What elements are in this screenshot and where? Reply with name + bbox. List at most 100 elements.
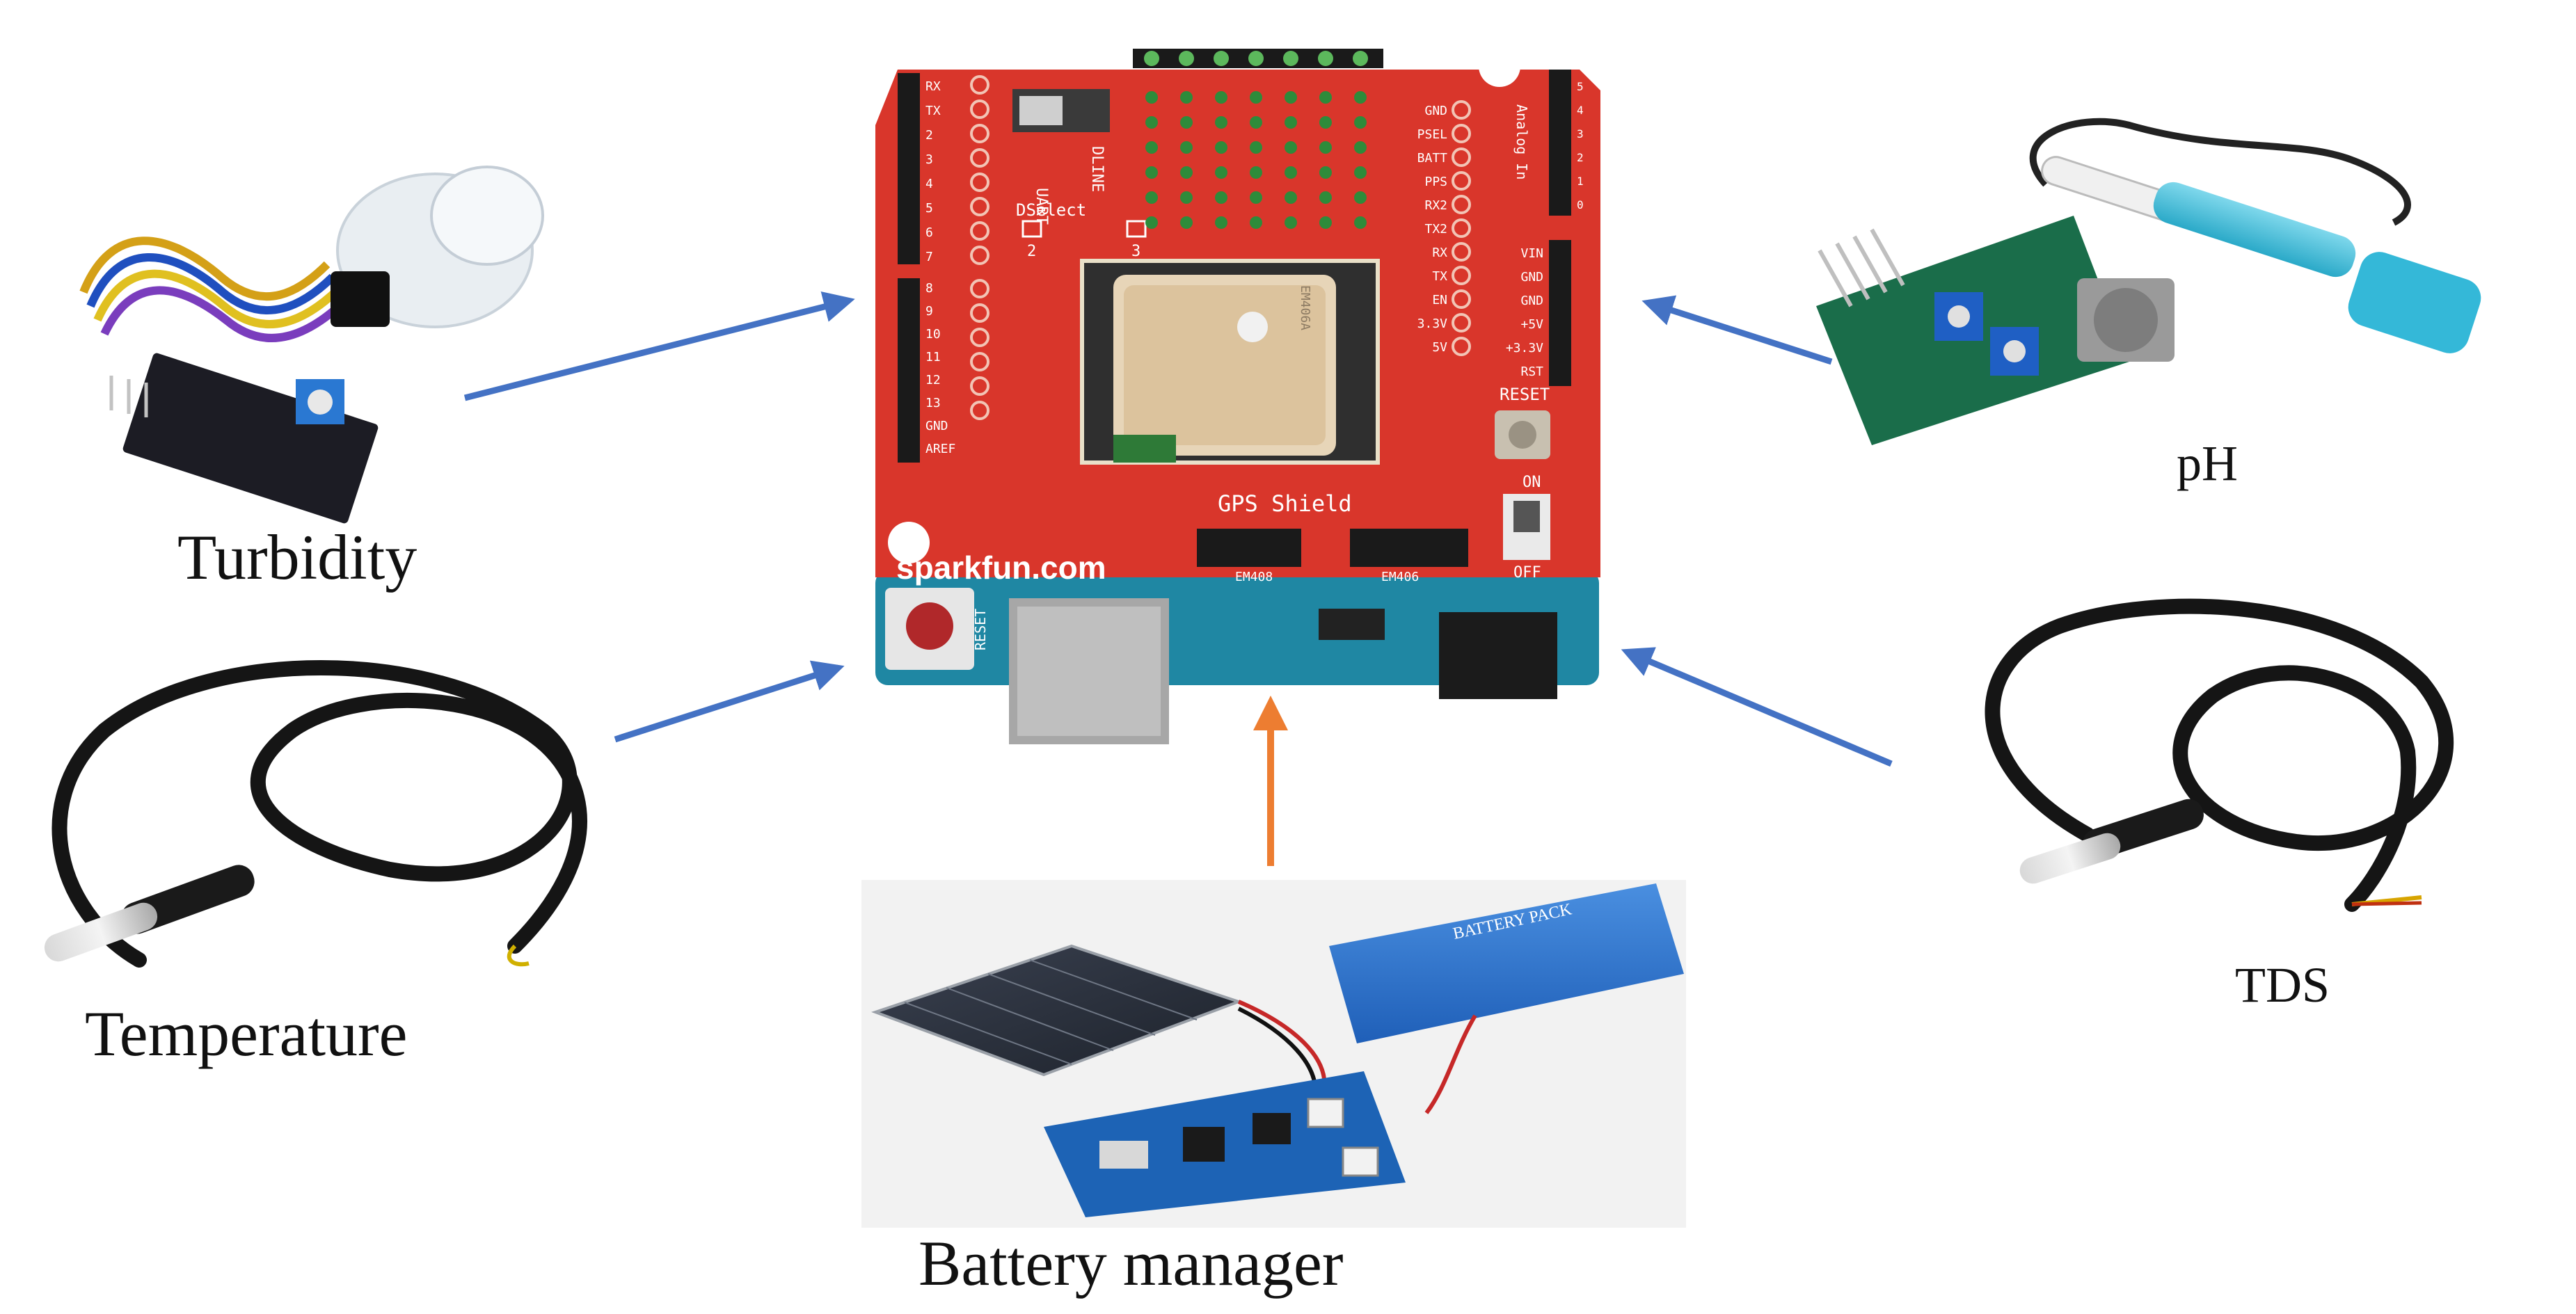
pin-label: 7 — [925, 250, 933, 264]
pin-label: PSEL — [1417, 127, 1448, 142]
proto-hole — [1145, 191, 1158, 204]
proto-hole — [1215, 166, 1227, 179]
pin-label: 13 — [925, 396, 941, 410]
proto-hole — [1145, 141, 1158, 154]
pin-label: 5 — [1577, 80, 1584, 93]
pin-label: 3 — [925, 152, 933, 167]
pin-label: 2 — [925, 128, 933, 143]
pin-label: TX — [1432, 269, 1447, 284]
proto-hole — [1319, 116, 1332, 129]
turbidity-caption: Turbidity — [177, 522, 418, 593]
antenna-feed — [1237, 312, 1268, 342]
mount-hole — [1479, 45, 1520, 87]
turbidity-sensor-image — [79, 166, 544, 524]
pin-label: 11 — [925, 350, 941, 364]
proto-hole — [1354, 166, 1367, 179]
ph-header-pins — [1818, 228, 1905, 307]
pin-label: 3 — [1577, 127, 1584, 141]
proto-hole — [1250, 116, 1262, 129]
left-header-1 — [898, 73, 920, 264]
arrow-ph-to-board — [1641, 295, 1833, 365]
proto-hole — [1145, 91, 1158, 104]
arrow-turbidity-to-board — [463, 291, 855, 401]
dselect-right: 3 — [1131, 243, 1140, 260]
ph-probe-body — [2153, 182, 2356, 278]
tds-probe-tip — [2019, 833, 2121, 884]
temperature-probe-tip — [44, 902, 158, 962]
proto-hole — [1250, 191, 1262, 204]
analog-in-label: Analog In — [1513, 104, 1530, 179]
proto-hole — [1285, 91, 1297, 104]
proto-hole — [1319, 141, 1332, 154]
proto-hole — [1215, 116, 1227, 129]
proto-hole — [1319, 91, 1332, 104]
usb-port — [1099, 1141, 1148, 1169]
pin-label: 10 — [925, 327, 941, 342]
switch-uart-label: UART — [1033, 188, 1050, 225]
em406-connector — [1350, 529, 1468, 567]
switch-dline-label: DLINE — [1088, 146, 1106, 192]
pin-label: 4 — [925, 177, 933, 191]
pin-label: 12 — [925, 373, 941, 387]
arrow-temperature-to-board — [614, 660, 845, 743]
power-header — [1549, 240, 1571, 386]
tds-caption: TDS — [2235, 957, 2330, 1013]
pin-label: AREF — [925, 442, 955, 456]
proto-hole — [1180, 116, 1193, 129]
battery-manager-caption: Battery manager — [919, 1228, 1344, 1299]
sparkfun-logo: sparkfun.com — [896, 550, 1106, 586]
off-label: OFF — [1513, 564, 1541, 582]
proto-hole — [1215, 216, 1227, 229]
proto-hole — [1145, 166, 1158, 179]
battery-pack — [1329, 883, 1684, 1043]
em408-label: EM408 — [1235, 570, 1273, 584]
pin-label: GND — [1520, 270, 1543, 285]
pin-label: 1 — [1577, 175, 1584, 188]
pin-rings-left — [970, 75, 989, 420]
shield-title: GPS Shield — [1218, 490, 1352, 517]
gps-module-label: EM406A — [1298, 285, 1312, 330]
analog-header — [1549, 70, 1571, 216]
pin-label: GND — [1520, 294, 1543, 308]
proto-grid — [1145, 91, 1367, 229]
proto-hole — [1285, 141, 1297, 154]
proto-hole — [1215, 191, 1227, 204]
arrow-tds-to-board — [1621, 647, 1893, 767]
pin-label: 8 — [925, 281, 933, 296]
proto-hole — [1180, 91, 1193, 104]
proto-hole — [1354, 116, 1367, 129]
proto-hole — [1285, 166, 1297, 179]
temperature-caption: Temperature — [85, 998, 408, 1069]
proto-hole — [1319, 216, 1332, 229]
pin-label: 5V — [1432, 340, 1447, 355]
proto-hole — [1180, 166, 1193, 179]
shield-reset-label: RESET — [1500, 385, 1550, 404]
pin-label: RST — [1520, 364, 1543, 379]
pin-label: BATT — [1417, 151, 1448, 166]
battery-manager-image: BATTERY PACK — [861, 880, 1686, 1228]
proto-hole — [1354, 141, 1367, 154]
proto-hole — [1354, 91, 1367, 104]
proto-hole — [1250, 91, 1262, 104]
proto-hole — [1145, 216, 1158, 229]
ph-cable — [2029, 118, 2411, 226]
left-header-2 — [898, 278, 920, 463]
proto-hole — [1319, 166, 1332, 179]
tds-cable — [1985, 598, 2454, 912]
pin-label: 0 — [1577, 198, 1584, 211]
proto-hole — [1180, 141, 1193, 154]
proto-hole — [1250, 216, 1262, 229]
top-gnd-label: GND — [1385, 52, 1410, 69]
turbidity-connector — [331, 271, 390, 327]
dselect-label: DSelect — [1016, 200, 1086, 220]
pin-label: GND — [1424, 104, 1447, 118]
mount-hole — [888, 522, 930, 563]
turbidity-header-pins — [109, 376, 148, 417]
base-reset-button[interactable] — [906, 602, 953, 650]
